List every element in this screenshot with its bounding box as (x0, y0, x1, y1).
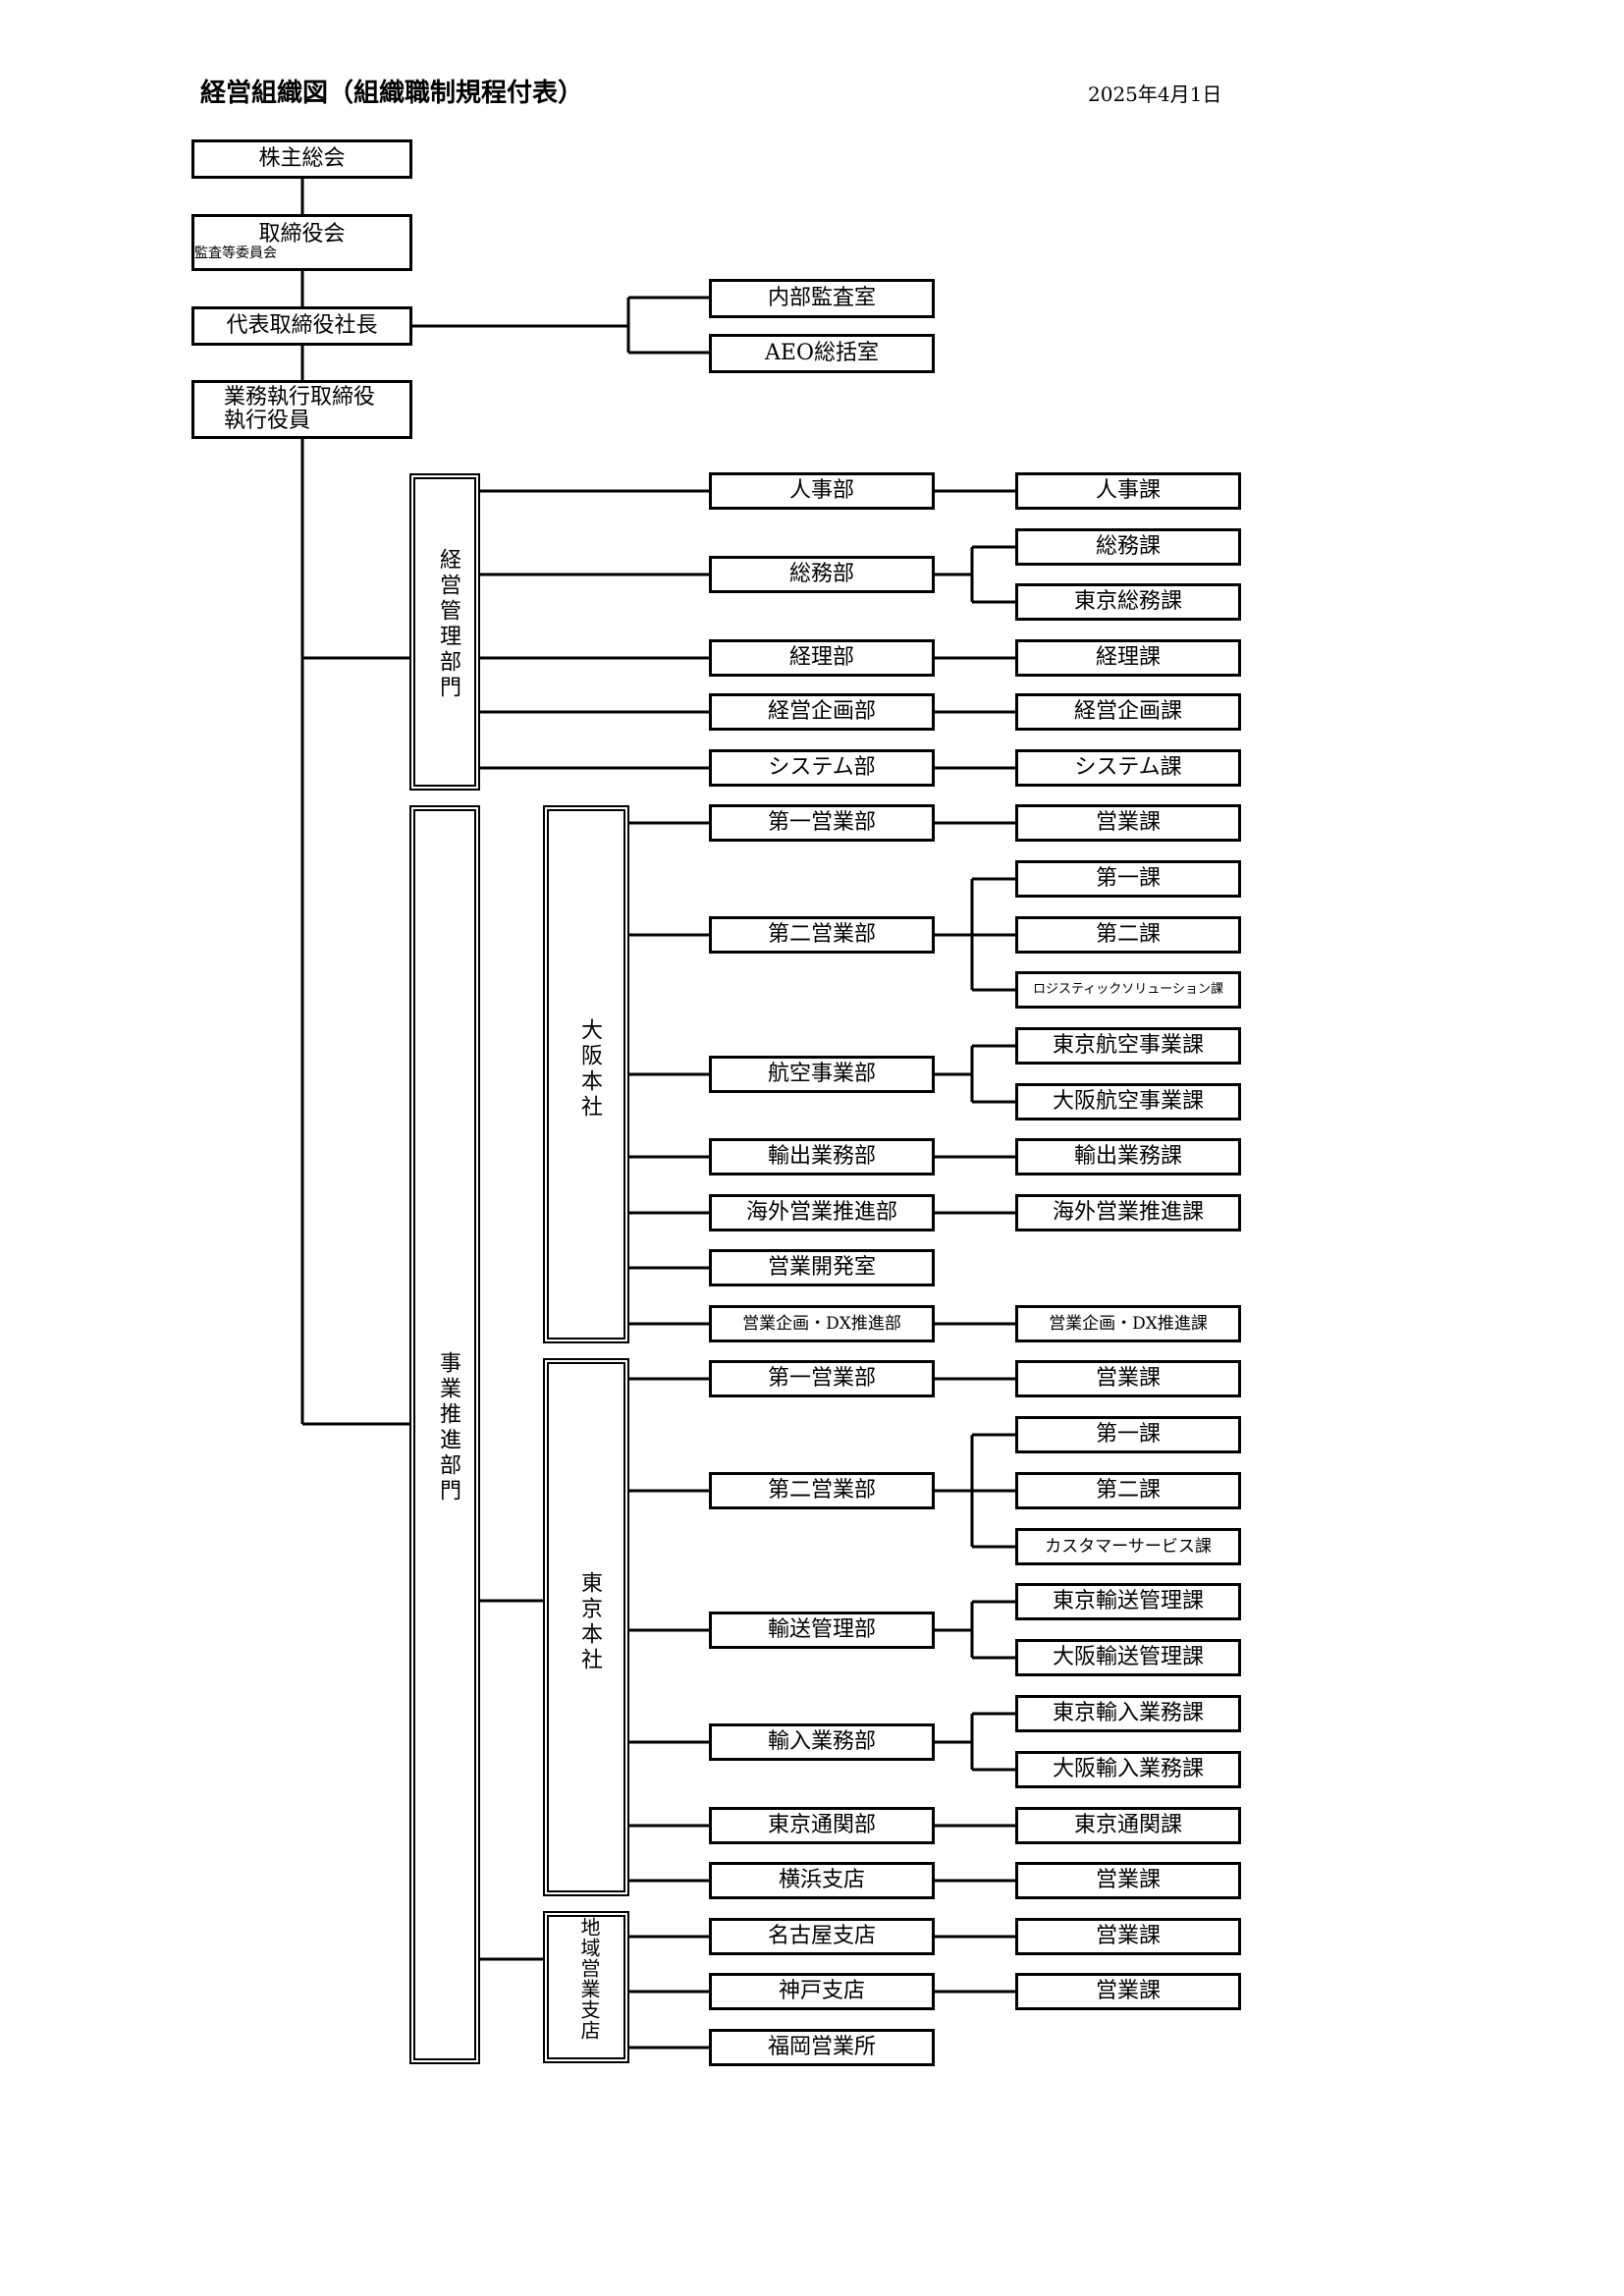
section-box: 営業課 (1015, 1918, 1241, 1955)
section-box: 営業課 (1015, 1360, 1241, 1397)
board-label: 取締役会 (258, 222, 346, 247)
section-box: 営業課 (1015, 1862, 1241, 1899)
regional-branches-label: 地域営業支店 (577, 1917, 601, 2041)
section-box: 第一課 (1015, 1416, 1241, 1453)
section-box: 東京輸入業務課 (1015, 1695, 1241, 1732)
section-box: 総務課 (1015, 528, 1241, 566)
audit-committee-label: 監査等委員会 (194, 246, 277, 262)
section-box: 営業課 (1015, 804, 1241, 842)
section-box: 大阪輸入業務課 (1015, 1751, 1241, 1788)
department-box: 輸送管理部 (709, 1612, 935, 1649)
department-box: 営業企画・DX推進部 (709, 1305, 935, 1342)
department-box: 航空事業部 (709, 1056, 935, 1093)
section-box: 第二課 (1015, 1472, 1241, 1509)
section-box: 輸出業務課 (1015, 1138, 1241, 1175)
aeo-office-box: AEO総括室 (709, 334, 935, 373)
department-box: 第一営業部 (709, 1360, 935, 1397)
department-box: 第二営業部 (709, 1472, 935, 1509)
osaka-hq-label: 大阪本社 (577, 1018, 602, 1121)
regional-branches-box (543, 1911, 629, 2063)
section-box: 第一課 (1015, 860, 1241, 898)
department-box: 経理部 (709, 639, 935, 677)
section-box: 経営企画課 (1015, 693, 1241, 731)
department-box: 海外営業推進部 (709, 1194, 935, 1231)
department-box: 第二営業部 (709, 916, 935, 954)
section-box: 経理課 (1015, 639, 1241, 677)
department-box: 第一営業部 (709, 804, 935, 842)
department-box: 営業開発室 (709, 1249, 935, 1286)
tokyo-hq-label: 東京本社 (577, 1571, 602, 1673)
section-box: 東京輸送管理課 (1015, 1583, 1241, 1620)
department-box: システム部 (709, 749, 935, 787)
department-box: 総務部 (709, 556, 935, 593)
section-box: ロジスティックソリューション課 (1015, 971, 1241, 1009)
section-box: 大阪航空事業課 (1015, 1083, 1241, 1121)
executive-officers-box: 業務執行取締役執行役員 (191, 380, 412, 439)
section-box: 大阪輸送管理課 (1015, 1639, 1241, 1676)
business-division-box (409, 805, 480, 2064)
section-box: 東京航空事業課 (1015, 1027, 1241, 1065)
department-box: 神戸支店 (709, 1973, 935, 2010)
shareholders-meeting-box: 株主総会 (191, 139, 412, 179)
effective-date: 2025年4月1日 (1088, 82, 1222, 106)
section-box: 第二課 (1015, 916, 1241, 954)
business-division-label: 事業推進部門 (436, 1351, 460, 1504)
section-box: 人事課 (1015, 472, 1241, 510)
section-box: 営業課 (1015, 1973, 1241, 2010)
section-box: システム課 (1015, 749, 1241, 787)
department-box: 輸出業務部 (709, 1138, 935, 1175)
department-box: 東京通関部 (709, 1807, 935, 1844)
management-division-label: 経営管理部門 (436, 548, 460, 701)
section-box: カスタマーサービス課 (1015, 1528, 1241, 1565)
department-box: 経営企画部 (709, 693, 935, 731)
osaka-hq-box (543, 805, 629, 1343)
section-box: 海外営業推進課 (1015, 1194, 1241, 1231)
department-box: 福岡営業所 (709, 2029, 935, 2066)
internal-audit-box: 内部監査室 (709, 279, 935, 318)
president-box: 代表取締役社長 (191, 306, 412, 346)
board-box: 取締役会 監査等委員会 (191, 214, 412, 271)
department-box: 名古屋支店 (709, 1918, 935, 1955)
department-box: 横浜支店 (709, 1862, 935, 1899)
section-box: 東京総務課 (1015, 583, 1241, 621)
tokyo-hq-box (543, 1358, 629, 1896)
section-box: 東京通関課 (1015, 1807, 1241, 1844)
page-title: 経営組織図（組織職制規程付表） (200, 79, 584, 108)
section-box: 営業企画・DX推進課 (1015, 1305, 1241, 1342)
management-division-box (409, 473, 480, 791)
department-box: 人事部 (709, 472, 935, 510)
department-box: 輸入業務部 (709, 1723, 935, 1761)
